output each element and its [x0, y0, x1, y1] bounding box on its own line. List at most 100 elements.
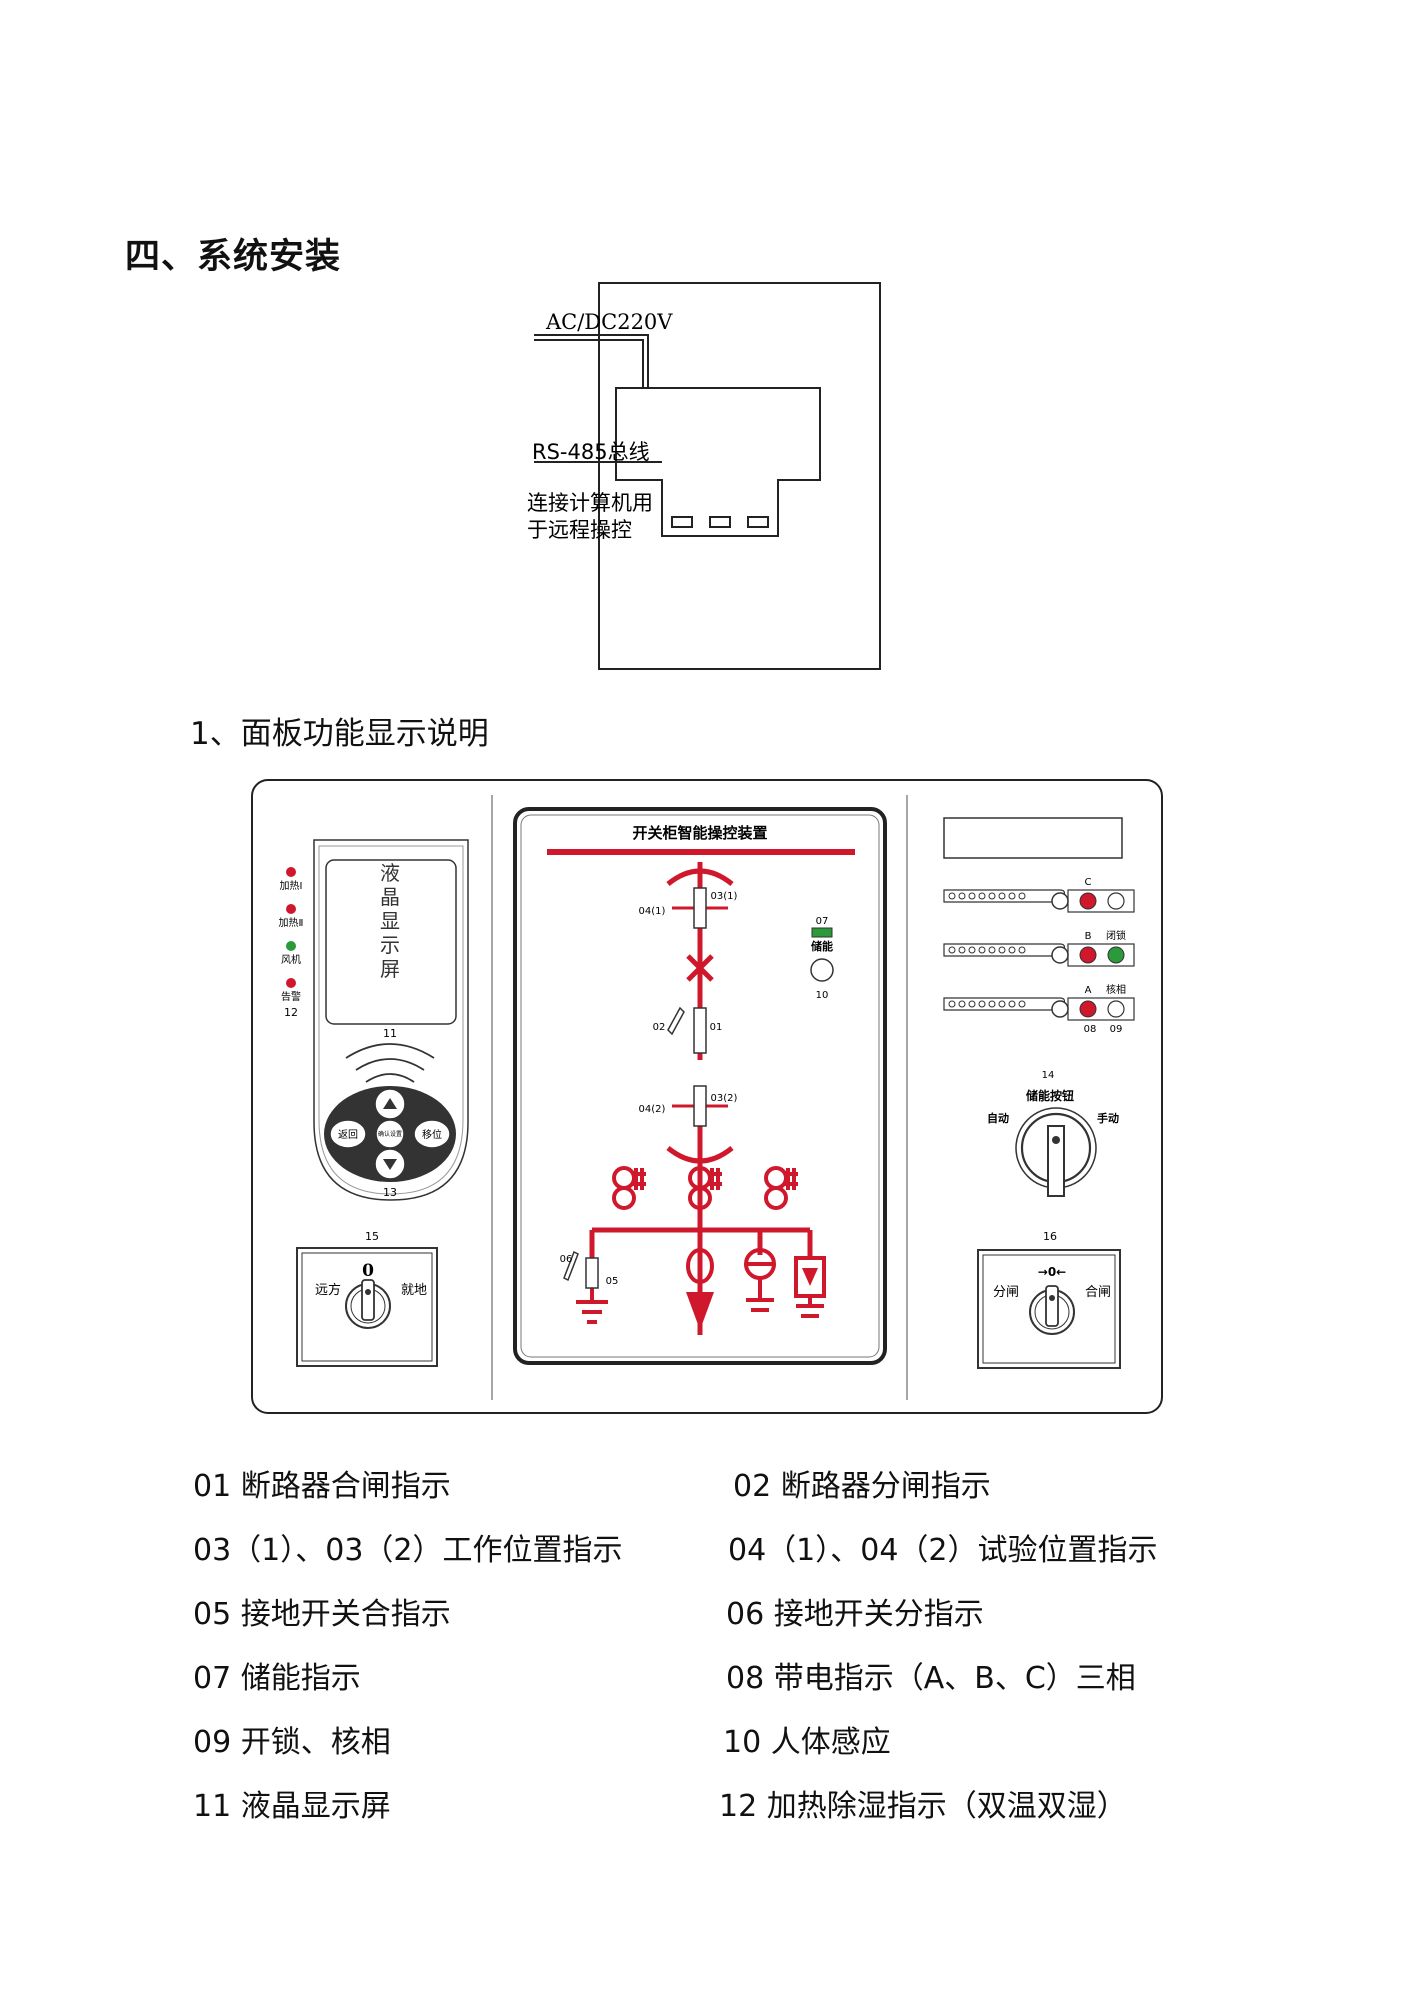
phase-c-port: [1051, 892, 1069, 910]
label-15: 15: [365, 1230, 379, 1243]
knob15-left-label: 远方: [315, 1282, 341, 1298]
legend-item: 06 接地开关分指示: [726, 1597, 984, 1632]
back-button[interactable]: [329, 1119, 367, 1149]
led-alarm: [286, 978, 296, 988]
legend-item: 10 人体感应: [723, 1725, 891, 1760]
label-06: 06: [560, 1254, 573, 1265]
knob16-handle[interactable]: [1045, 1285, 1059, 1327]
body-sensor: [810, 958, 834, 982]
lcd-screen: [325, 859, 457, 1025]
indicator-06: [563, 1250, 579, 1282]
mimic-display: [513, 807, 887, 1365]
power-line: [534, 334, 649, 388]
knob14-right-label: 手动: [1097, 1111, 1119, 1125]
legend-item: 03（1）、03（2）工作位置指示: [193, 1533, 623, 1568]
confirm-button[interactable]: [375, 1119, 405, 1149]
phase-row-a: A 核相 08 09: [943, 983, 1135, 1035]
storage-indicator: [811, 927, 833, 938]
knob16-top-label: →0←: [1038, 1265, 1066, 1279]
legend-item: 11 液晶显示屏: [193, 1789, 391, 1824]
led-heat-1-label: 加热Ⅰ: [280, 879, 303, 892]
indicator-02: [667, 1006, 685, 1036]
port-1: [671, 516, 693, 528]
hexiang-label: 核相: [1106, 983, 1126, 996]
section-title: 四、系统安装: [125, 237, 342, 277]
port-3: [747, 516, 769, 528]
legend-item: 05 接地开关合指示: [193, 1597, 451, 1632]
phase-row-b: B 闭锁: [943, 929, 1135, 967]
legend-item: 08 带电指示（A、B、C）三相: [726, 1661, 1136, 1696]
label-10: 10: [816, 990, 829, 1001]
legend-item: 02 断路器分闸指示: [733, 1469, 991, 1504]
voltage-transformer: [794, 1256, 826, 1318]
indicator-05: [585, 1257, 599, 1289]
phase-c-aux-led: [1107, 892, 1125, 910]
installation-diagram: AC/DC220V RS-485总线 连接计算机用 于远程操控: [527, 282, 881, 670]
led-group: 加热Ⅰ 加热Ⅱ 风机 告警 12: [279, 867, 304, 1019]
label-09: 09: [1110, 1024, 1123, 1035]
up-arrow-icon: [383, 1098, 397, 1109]
port-2: [709, 516, 731, 528]
phase-b-live-led: [1079, 946, 1097, 964]
keypad: 返回 移位 确认设置: [324, 1086, 456, 1182]
phase-a-live-led: [1079, 1000, 1097, 1018]
legend-item: 07 储能指示: [193, 1661, 361, 1696]
led-fan-label: 风机: [281, 953, 301, 966]
pc-label-line1: 连接计算机用: [527, 491, 653, 515]
legend-item: 12 加热除湿指示（双温双湿）: [719, 1789, 1127, 1824]
phase-a-port: [1051, 1000, 1069, 1018]
phase-c-live-led: [1079, 892, 1097, 910]
indicator-03-1: [693, 887, 707, 929]
lock-led: [1107, 946, 1125, 964]
device-module: [615, 387, 821, 537]
knob14-title: 储能按钮: [1026, 1088, 1074, 1103]
back-key-label: 返回: [338, 1129, 358, 1141]
panel-title: 1、面板功能显示说明: [190, 716, 489, 752]
legend-item: 04（1）、04（2）试验位置指示: [728, 1533, 1158, 1568]
lock-label: 闭锁: [1106, 929, 1126, 942]
knob15-box: [296, 1247, 438, 1367]
surge-arrester: [744, 1248, 776, 1312]
label-08: 08: [1084, 1024, 1097, 1035]
hexiang-led: [1107, 1000, 1125, 1018]
lcd-body: [313, 839, 469, 1201]
top-display-window: [943, 817, 1123, 859]
phase-c-label: C: [1085, 877, 1092, 888]
indicator-01: [693, 1007, 707, 1054]
led-heat-2-label: 加热Ⅱ: [279, 916, 304, 929]
confirm-key-label: 确认设置: [378, 1130, 402, 1138]
knob14-left-label: 自动: [987, 1111, 1009, 1125]
breaker-x-icon: [686, 954, 714, 982]
label-12: 12: [284, 1006, 298, 1019]
label-02: 02: [653, 1022, 666, 1033]
label-04-1: 04(1): [639, 906, 666, 917]
knob16-left-label: 分闸: [993, 1285, 1019, 1300]
phase-row-c: C: [943, 877, 1135, 913]
knob16-box: [977, 1249, 1121, 1369]
label-04-2: 04(2): [639, 1104, 666, 1115]
label-14: 14: [1042, 1070, 1055, 1081]
led-heat-2: [286, 904, 296, 914]
shift-button[interactable]: [413, 1119, 451, 1149]
knob16-right-label: 合闸: [1085, 1285, 1111, 1300]
current-transformers: [612, 1166, 798, 1210]
storage-label: 储能: [811, 939, 833, 953]
device-title: 开关柜智能操控装置: [632, 824, 767, 842]
lcd-screen-label: 液晶显示屏: [380, 861, 400, 981]
label-01: 01: [710, 1022, 723, 1033]
label-11: 11: [383, 1027, 397, 1040]
indicator-03-2: [693, 1085, 707, 1127]
pc-label-line2: 于远程操控: [527, 518, 632, 542]
output-feeder: [686, 1248, 714, 1335]
legend-item: 01 断路器合闸指示: [193, 1469, 451, 1504]
label-07: 07: [816, 916, 829, 927]
knob14-handle[interactable]: [1047, 1125, 1065, 1197]
led-fan: [286, 941, 296, 951]
led-heat-1: [286, 867, 296, 877]
down-arrow-icon: [383, 1159, 397, 1170]
label-05: 05: [606, 1276, 619, 1287]
sensor-wave-icon: [345, 1043, 435, 1083]
knob15-right-label: 就地: [401, 1283, 427, 1298]
knob15-handle[interactable]: [361, 1279, 375, 1321]
rs485-label: RS-485总线: [532, 440, 650, 464]
